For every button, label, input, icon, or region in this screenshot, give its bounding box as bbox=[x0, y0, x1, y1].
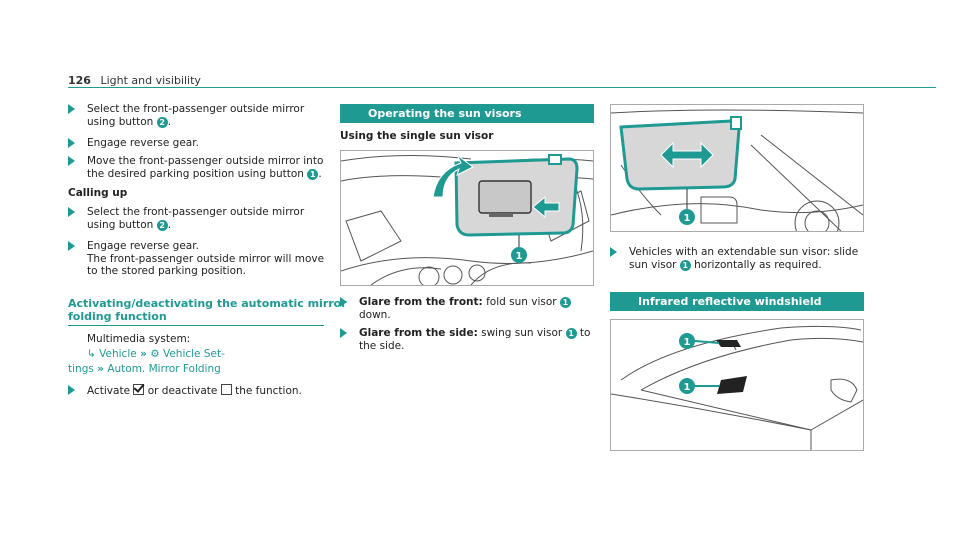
chevron-double-icon: » bbox=[140, 348, 147, 360]
step-move-mirror: Move the front-passenger outside mirror … bbox=[68, 155, 328, 181]
callout-1-marker bbox=[511, 247, 527, 263]
extendable-visor-illustration: 1 bbox=[610, 109, 864, 246]
checkbox-checked-icon bbox=[133, 384, 145, 395]
step-arrow-icon bbox=[340, 328, 347, 338]
callout-number: 1 bbox=[684, 382, 691, 393]
callout-1-marker bbox=[679, 333, 695, 349]
button-1-marker: 1 bbox=[307, 168, 319, 180]
section-heading-mirror-folding: Activating/deactivating the automatic mi… bbox=[68, 297, 347, 323]
sun-visor-1-marker: 1 bbox=[565, 328, 577, 339]
page-number: 126 bbox=[68, 74, 91, 87]
step-glare-front: Glare from the front: fold sun visor 1 d… bbox=[340, 296, 596, 322]
callout-number: 1 bbox=[684, 213, 691, 224]
calling-up-heading: Calling up bbox=[68, 187, 128, 199]
button-2-marker: 2 bbox=[156, 116, 168, 128]
step-arrow-icon bbox=[68, 156, 75, 166]
menu-path-cont: tings » Autom. Mirror Folding bbox=[68, 363, 221, 375]
step-extendable-visor: Vehicles with an extendable sun visor: s… bbox=[610, 246, 866, 272]
figure-extendable-sun-visor: 1 bbox=[610, 104, 864, 246]
step-engage-reverse: Engage reverse gear. bbox=[68, 137, 328, 150]
step-arrow-icon bbox=[68, 385, 75, 395]
figure-single-sun-visor: 1 bbox=[340, 150, 594, 288]
subheading-single-visor: Using the single sun visor bbox=[340, 130, 494, 142]
sun-visor-illustration: 1 bbox=[340, 154, 594, 288]
button-2-marker: 2 bbox=[156, 219, 168, 231]
step-activate: Activate or deactivate the function. bbox=[68, 384, 328, 397]
step-engage-reverse-2: Engage reverse gear. The front-passenger… bbox=[68, 240, 328, 278]
checkbox-empty-icon bbox=[220, 384, 232, 395]
figure-infrared-windshield: 1 1 bbox=[610, 319, 864, 451]
section-heading-sun-visors: Operating the sun visors bbox=[340, 104, 594, 123]
step-arrow-icon bbox=[68, 241, 75, 251]
callout-1-marker bbox=[679, 209, 695, 225]
step-glare-side: Glare from the side: swing sun visor 1 t… bbox=[340, 327, 596, 353]
callout-number: 1 bbox=[684, 337, 691, 348]
step-arrow-icon bbox=[68, 104, 75, 114]
submenu-arrow-icon: ↳ bbox=[87, 348, 96, 360]
chevron-double-icon: » bbox=[97, 363, 104, 375]
sun-visor-1-marker: 1 bbox=[559, 297, 571, 308]
section-underline bbox=[68, 325, 324, 326]
page-header: 126 Light and visibility bbox=[68, 74, 201, 87]
step-select-mirror: Select the front-passenger outside mirro… bbox=[68, 103, 328, 129]
step-select-mirror-2: Select the front-passenger outside mirro… bbox=[68, 206, 328, 232]
multimedia-label: Multimedia system: bbox=[87, 333, 191, 345]
section-heading-infrared-windshield: Infrared reflective windshield function bbox=[610, 292, 864, 327]
menu-path: ↳ Vehicle » ⚙ Vehicle Set- bbox=[87, 348, 225, 360]
step-arrow-icon bbox=[68, 207, 75, 217]
sun-visor-1-marker: 1 bbox=[679, 259, 691, 271]
callout-number: 1 bbox=[516, 251, 523, 262]
step-arrow-icon bbox=[610, 247, 617, 257]
header-rule bbox=[68, 87, 936, 88]
car-settings-icon: ⚙ bbox=[150, 348, 160, 360]
step-arrow-icon bbox=[68, 138, 75, 148]
windshield-illustration: 1 1 bbox=[610, 325, 864, 450]
chapter-title: Light and visibility bbox=[100, 74, 201, 87]
callout-1-marker bbox=[679, 378, 695, 394]
step-arrow-icon bbox=[340, 297, 347, 307]
